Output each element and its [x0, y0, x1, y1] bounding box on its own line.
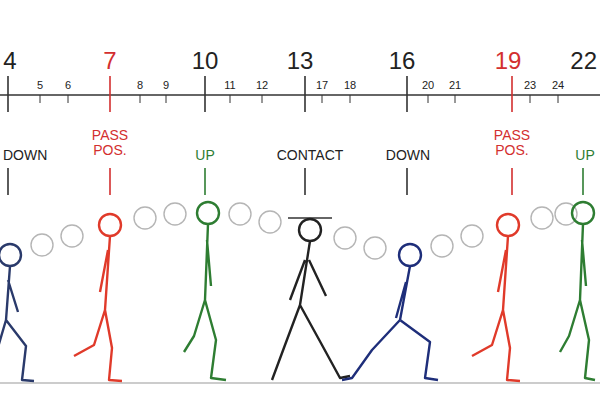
inbetween-number: 20 [422, 80, 434, 92]
key-frame-number: 13 [287, 48, 314, 73]
inbetween-number: 9 [163, 80, 169, 92]
pose-label: UP [195, 148, 214, 163]
inbetween-ticks [40, 95, 558, 103]
key-markers [8, 168, 583, 218]
inbetween-number: 24 [552, 80, 564, 92]
figure-down-second [342, 244, 438, 380]
inbetween-number: 21 [449, 80, 461, 92]
key-frame-number: 16 [389, 48, 416, 73]
figure-up-second [560, 202, 595, 380]
inbetween-number: 12 [256, 80, 268, 92]
pose-label: DOWN [386, 148, 430, 163]
ground [0, 382, 600, 383]
inbetween-number: 5 [37, 80, 43, 92]
timeline [0, 76, 600, 112]
pose-label: DOWN [3, 148, 47, 163]
pose-label: CONTACT [277, 148, 344, 163]
figure-passing-second [472, 214, 520, 381]
inbetween-number: 17 [316, 80, 328, 92]
pose-label: PASS POS. [86, 128, 134, 157]
inbetween-number: 8 [137, 80, 143, 92]
key-frame-number: 4 [3, 48, 16, 73]
key-frame-number: 22 [570, 48, 597, 73]
figure-passing [74, 214, 122, 381]
pose-label: PASS POS. [488, 128, 536, 157]
key-frame-number: 19 [495, 48, 522, 73]
figure-up [184, 202, 226, 380]
inbetween-number: 11 [224, 80, 235, 92]
inbetween-number: 18 [344, 80, 356, 92]
inbetween-number: 23 [524, 80, 536, 92]
figure-contact [272, 219, 350, 380]
key-frame-number: 10 [192, 48, 219, 73]
figure-down [0, 244, 34, 381]
inbetween-number: 6 [65, 80, 71, 92]
head-path-circles [31, 203, 577, 259]
key-frame-number: 7 [103, 48, 116, 73]
pose-label: UP [575, 148, 594, 163]
